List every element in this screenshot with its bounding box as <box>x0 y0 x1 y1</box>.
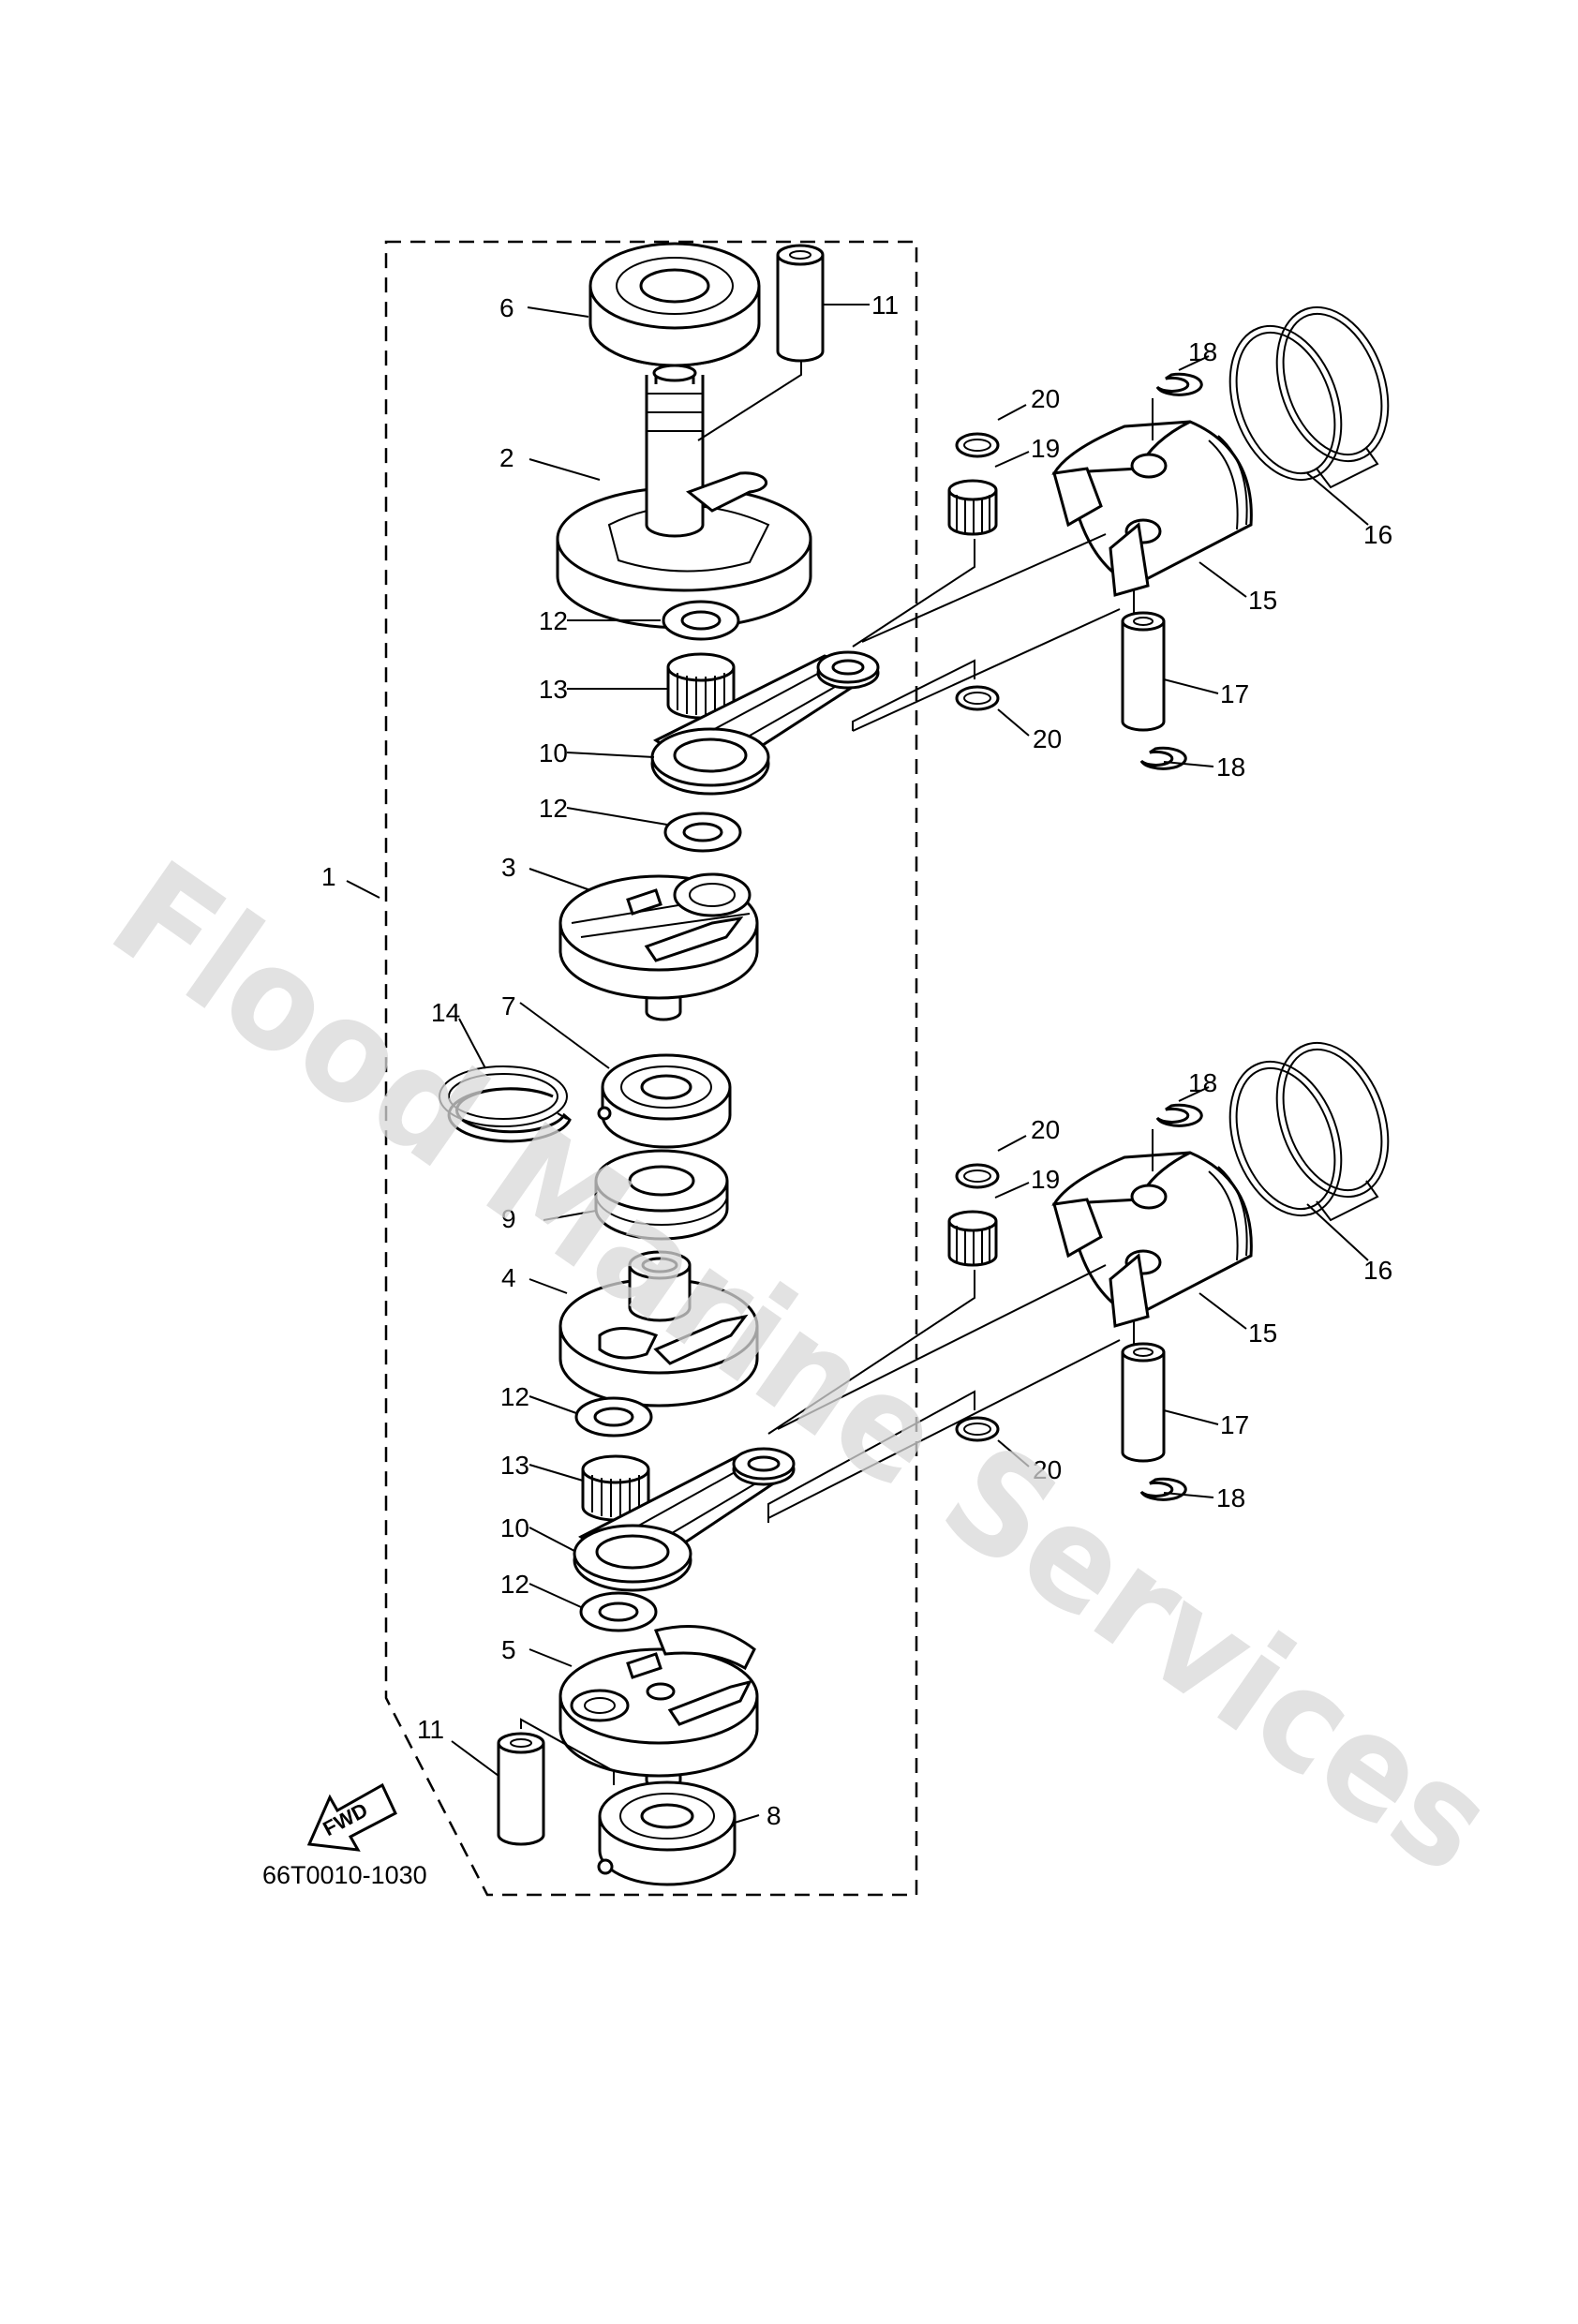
label-18-lower-b: 18 <box>1216 1483 1245 1512</box>
label-12-d: 12 <box>500 1570 529 1599</box>
watermark: Flood Marine Services <box>83 831 1520 1905</box>
label-20-upper-a: 20 <box>1031 384 1060 413</box>
needle-bearing-part-19-lower <box>947 1210 998 1267</box>
ring-part-14 <box>439 1065 572 1143</box>
oil-seal-part-9 <box>594 1149 729 1241</box>
label-19-upper: 19 <box>1031 434 1060 463</box>
washer-part-12-a <box>662 600 740 641</box>
label-17-lower: 17 <box>1220 1410 1249 1439</box>
label-19-lower: 19 <box>1031 1165 1060 1194</box>
label-4: 4 <box>501 1263 516 1292</box>
needle-bearing-part-19-upper <box>947 479 998 536</box>
label-1: 1 <box>321 862 336 891</box>
label-9: 9 <box>501 1204 516 1233</box>
label-16-upper: 16 <box>1363 520 1392 549</box>
pin-part-11-top <box>776 244 825 363</box>
circlip-part-18-upper-a <box>1155 372 1203 396</box>
piston-part-15-upper <box>1051 420 1253 597</box>
label-11-top: 11 <box>871 290 899 320</box>
label-2: 2 <box>499 443 514 472</box>
clip-part-20-upper-a <box>955 432 1000 458</box>
label-7: 7 <box>501 991 516 1020</box>
label-12-a: 12 <box>539 606 568 635</box>
diagram-code: 66T0010-1030 <box>262 1861 427 1889</box>
label-8: 8 <box>767 1801 782 1830</box>
circlip-part-18-lower-b <box>1139 1477 1187 1501</box>
crank-web-part-2 <box>556 364 812 630</box>
assembly-guide-lines <box>520 361 1154 1785</box>
label-17-upper: 17 <box>1220 679 1249 708</box>
circlip-part-18-upper-b <box>1139 746 1187 770</box>
washer-part-12-b <box>663 812 742 853</box>
label-15-lower: 15 <box>1248 1318 1277 1348</box>
label-20-upper-b: 20 <box>1033 724 1062 753</box>
clip-part-20-lower-a <box>955 1163 1000 1189</box>
fwd-arrow-icon: FWD <box>306 1782 397 1852</box>
label-18-upper-a: 18 <box>1188 337 1217 366</box>
label-3: 3 <box>501 853 516 882</box>
label-14: 14 <box>431 998 460 1027</box>
piston-part-15-lower <box>1051 1151 1253 1328</box>
label-18-lower-a: 18 <box>1188 1068 1217 1097</box>
label-13-a: 13 <box>539 675 568 704</box>
label-20-lower-b: 20 <box>1033 1455 1062 1484</box>
washer-part-12-c <box>574 1396 653 1438</box>
label-12-c: 12 <box>500 1382 529 1411</box>
bearing-part-8 <box>597 1780 737 1886</box>
piston-pin-part-17-lower <box>1121 1342 1166 1463</box>
label-5: 5 <box>501 1635 516 1664</box>
label-16-lower: 16 <box>1363 1256 1392 1285</box>
leader-lines <box>346 304 1379 1824</box>
label-20-lower-a: 20 <box>1031 1115 1060 1144</box>
piston-ring-part-16-lower <box>1228 1041 1390 1217</box>
label-10-b: 10 <box>500 1513 529 1542</box>
label-13-b: 13 <box>500 1451 529 1480</box>
connecting-rod-part-10-b <box>573 1447 796 1592</box>
label-10-a: 10 <box>539 738 568 767</box>
washer-part-12-d <box>579 1591 658 1632</box>
crank-web-part-3 <box>558 872 759 1021</box>
part-labels: 6 11 2 12 13 10 12 3 1 7 14 9 4 12 13 10… <box>321 290 1392 1830</box>
crank-web-part-5 <box>558 1625 759 1790</box>
label-11-bottom: 11 <box>417 1715 444 1744</box>
bearing-part-7 <box>597 1053 732 1149</box>
label-18-upper-b: 18 <box>1216 752 1245 782</box>
piston-pin-part-17-upper <box>1121 611 1166 732</box>
clip-part-20-upper-b <box>955 685 1000 711</box>
label-12-b: 12 <box>539 794 568 823</box>
circlip-part-18-lower-a <box>1155 1103 1203 1127</box>
label-6: 6 <box>499 293 514 322</box>
crank-web-part-4 <box>558 1250 759 1408</box>
label-15-upper: 15 <box>1248 586 1277 615</box>
bearing-part-6 <box>588 242 761 367</box>
pin-part-11-bottom <box>497 1732 545 1846</box>
piston-ring-part-16-upper <box>1228 305 1390 482</box>
crankshaft-assembly-boundary <box>384 240 918 1897</box>
clip-part-20-lower-b <box>955 1416 1000 1442</box>
connecting-rod-part-10-a <box>650 650 880 796</box>
